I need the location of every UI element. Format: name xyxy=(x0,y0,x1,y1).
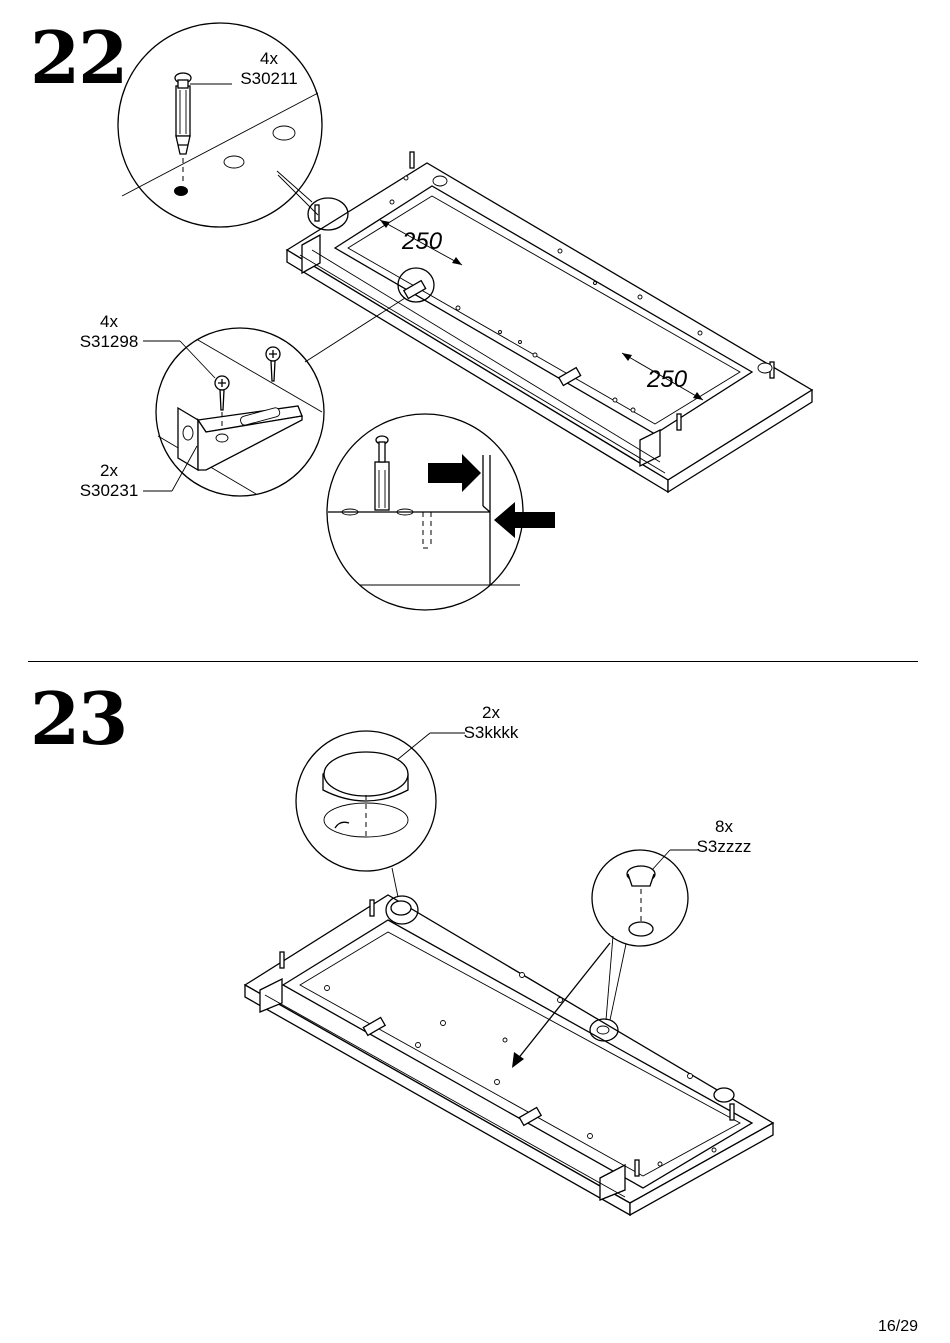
step23-frame-illustration xyxy=(243,894,775,1217)
step-number-22: 22 xyxy=(30,15,128,100)
dimension-label: 250 xyxy=(402,228,443,255)
callout-qty: 4x xyxy=(260,49,278,68)
callout-part: S3zzzz xyxy=(696,837,752,856)
page-number: 16/29 xyxy=(877,1318,918,1335)
callout-s31298: 4x S31298 xyxy=(73,312,145,352)
callout-s3kkkk: 2x S3kkkk xyxy=(455,703,527,743)
dimension-label: 250 xyxy=(647,366,688,393)
step22-frame-illustration xyxy=(285,151,814,494)
callout-qty: 4x xyxy=(100,312,118,331)
callout-part: S30231 xyxy=(79,481,139,500)
callout-qty: 2x xyxy=(482,703,500,722)
callout-s30211: 4x S30211 xyxy=(233,49,305,89)
callout-part: S3kkkk xyxy=(463,723,519,742)
callout-qty: 2x xyxy=(100,461,118,480)
callout-s3zzzz: 8x S3zzzz xyxy=(688,817,760,857)
detail-circle-arrows xyxy=(326,413,555,611)
callout-qty: 8x xyxy=(715,817,733,836)
detail-circle-dowel xyxy=(117,22,323,228)
step-divider xyxy=(28,661,918,662)
callout-part: S30211 xyxy=(240,69,298,88)
detail-circle-large-cap xyxy=(295,730,437,898)
step-number-23: 23 xyxy=(30,676,128,761)
callout-part: S31298 xyxy=(79,332,139,351)
callout-s30231: 2x S30231 xyxy=(73,461,145,501)
detail-circle-small-cap xyxy=(591,849,689,1021)
detail-circle-bracket xyxy=(155,327,325,497)
